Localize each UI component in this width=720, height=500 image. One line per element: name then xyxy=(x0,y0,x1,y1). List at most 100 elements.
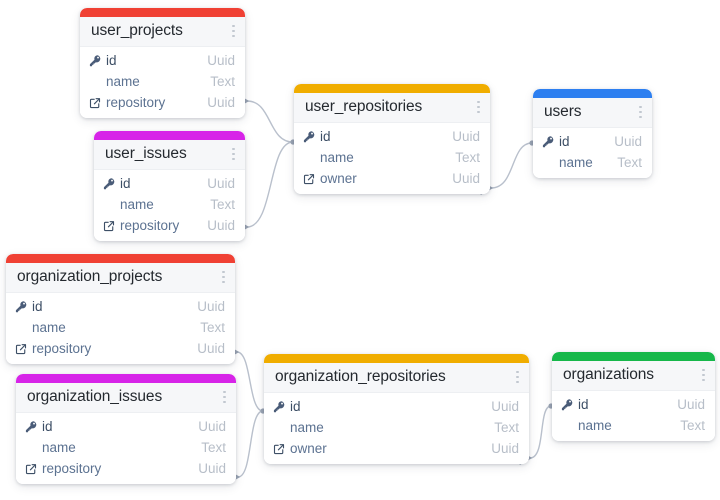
table-card-organization-projects[interactable]: organization_projects id Uuid name Text … xyxy=(6,254,235,364)
field-row[interactable]: id Uuid xyxy=(16,416,236,437)
field-row[interactable]: name Text xyxy=(80,71,245,92)
key-icon xyxy=(103,177,119,191)
table-title: user_issues xyxy=(105,145,187,162)
table-accent-bar xyxy=(94,131,245,140)
field-list: id Uuid name Text repository Uuid xyxy=(16,413,236,484)
table-card-organizations[interactable]: organizations id Uuid name Text xyxy=(552,352,715,441)
field-type: Uuid xyxy=(207,218,235,233)
table-card-users[interactable]: users id Uuid name Text xyxy=(533,89,652,178)
field-row[interactable]: owner Uuid xyxy=(294,168,490,189)
kebab-menu-icon[interactable] xyxy=(215,269,226,286)
table-header[interactable]: organization_repositories xyxy=(264,363,529,393)
field-name: owner xyxy=(290,441,327,456)
field-name: id xyxy=(320,129,331,144)
table-title: user_projects xyxy=(91,22,183,39)
table-accent-bar xyxy=(533,89,652,98)
external-link-icon xyxy=(25,462,41,476)
field-type: Uuid xyxy=(452,129,480,144)
field-row[interactable]: owner Uuid xyxy=(264,438,529,459)
kebab-menu-icon[interactable] xyxy=(225,146,236,163)
field-row[interactable]: id Uuid xyxy=(6,296,235,317)
key-icon xyxy=(561,398,577,412)
table-card-user-repositories[interactable]: user_repositories id Uuid name Text owne… xyxy=(294,84,490,194)
field-row[interactable]: id Uuid xyxy=(294,126,490,147)
kebab-menu-icon[interactable] xyxy=(216,389,227,406)
table-card-user-issues[interactable]: user_issues id Uuid name Text repository… xyxy=(94,131,245,241)
edge-organization_projects-organization_repositories xyxy=(236,351,264,412)
kebab-menu-icon[interactable] xyxy=(695,367,706,384)
table-accent-bar xyxy=(264,354,529,363)
table-accent-bar xyxy=(294,84,490,93)
field-row[interactable]: name Text xyxy=(6,317,235,338)
field-name: name xyxy=(42,440,76,455)
table-header[interactable]: user_projects xyxy=(80,17,245,47)
field-name: id xyxy=(290,399,301,414)
field-row[interactable]: repository Uuid xyxy=(80,92,245,113)
field-name: name xyxy=(32,320,66,335)
edge-user_projects-user_repositories xyxy=(246,100,294,143)
field-type: Text xyxy=(680,418,705,433)
field-row[interactable]: id Uuid xyxy=(552,394,715,415)
table-title: organization_repositories xyxy=(275,368,446,385)
field-list: id Uuid name Text owner Uuid xyxy=(264,393,529,464)
field-type: Uuid xyxy=(197,341,225,356)
field-row[interactable]: name Text xyxy=(264,417,529,438)
table-header[interactable]: user_issues xyxy=(94,140,245,170)
field-type: Text xyxy=(617,155,642,170)
field-type: Text xyxy=(201,440,226,455)
field-name: id xyxy=(32,299,43,314)
field-row[interactable]: id Uuid xyxy=(264,396,529,417)
field-type: Uuid xyxy=(198,419,226,434)
key-icon xyxy=(542,135,558,149)
field-row[interactable]: name Text xyxy=(94,194,245,215)
field-name: id xyxy=(42,419,53,434)
kebab-menu-icon[interactable] xyxy=(632,104,643,121)
field-name: repository xyxy=(32,341,92,356)
table-header[interactable]: organization_projects xyxy=(6,263,235,293)
field-list: id Uuid name Text repository Uuid xyxy=(6,293,235,364)
table-header[interactable]: user_repositories xyxy=(294,93,490,123)
field-row[interactable]: repository Uuid xyxy=(6,338,235,359)
table-title: organization_issues xyxy=(27,388,163,405)
field-row[interactable]: name Text xyxy=(552,415,715,436)
field-row[interactable]: id Uuid xyxy=(94,173,245,194)
table-card-organization-repositories[interactable]: organization_repositories id Uuid name T… xyxy=(264,354,529,464)
field-type: Uuid xyxy=(207,95,235,110)
table-title: users xyxy=(544,103,582,120)
kebab-menu-icon[interactable] xyxy=(470,99,481,116)
table-header[interactable]: users xyxy=(533,98,652,128)
edge-user_issues-user_repositories xyxy=(246,141,294,228)
table-card-user-projects[interactable]: user_projects id Uuid name Text reposito… xyxy=(80,8,245,118)
kebab-menu-icon[interactable] xyxy=(509,369,520,386)
table-title: organizations xyxy=(563,366,654,383)
field-row[interactable]: repository Uuid xyxy=(16,458,236,479)
kebab-menu-icon[interactable] xyxy=(225,23,236,40)
table-accent-bar xyxy=(552,352,715,361)
field-row[interactable]: name Text xyxy=(533,152,652,173)
table-accent-bar xyxy=(6,254,235,263)
key-icon xyxy=(15,300,31,314)
key-icon xyxy=(89,54,105,68)
field-type: Uuid xyxy=(198,461,226,476)
field-name: name xyxy=(320,150,354,165)
field-row[interactable]: name Text xyxy=(16,437,236,458)
field-type: Uuid xyxy=(452,171,480,186)
field-row[interactable]: repository Uuid xyxy=(94,215,245,236)
table-header[interactable]: organizations xyxy=(552,361,715,391)
field-name: name xyxy=(106,74,140,89)
field-row[interactable]: id Uuid xyxy=(80,50,245,71)
field-row[interactable]: name Text xyxy=(294,147,490,168)
table-title: user_repositories xyxy=(305,98,423,115)
field-name: repository xyxy=(42,461,102,476)
edge-user_repositories-users xyxy=(490,142,533,189)
edge-organization_repositories-organizations xyxy=(529,405,552,459)
edge-organization_issues-organization_repositories xyxy=(237,410,264,478)
table-title: organization_projects xyxy=(17,268,163,285)
table-card-organization-issues[interactable]: organization_issues id Uuid name Text re… xyxy=(16,374,236,484)
field-row[interactable]: id Uuid xyxy=(533,131,652,152)
external-link-icon xyxy=(273,442,289,456)
field-name: name xyxy=(578,418,612,433)
table-header[interactable]: organization_issues xyxy=(16,383,236,413)
field-type: Uuid xyxy=(207,53,235,68)
